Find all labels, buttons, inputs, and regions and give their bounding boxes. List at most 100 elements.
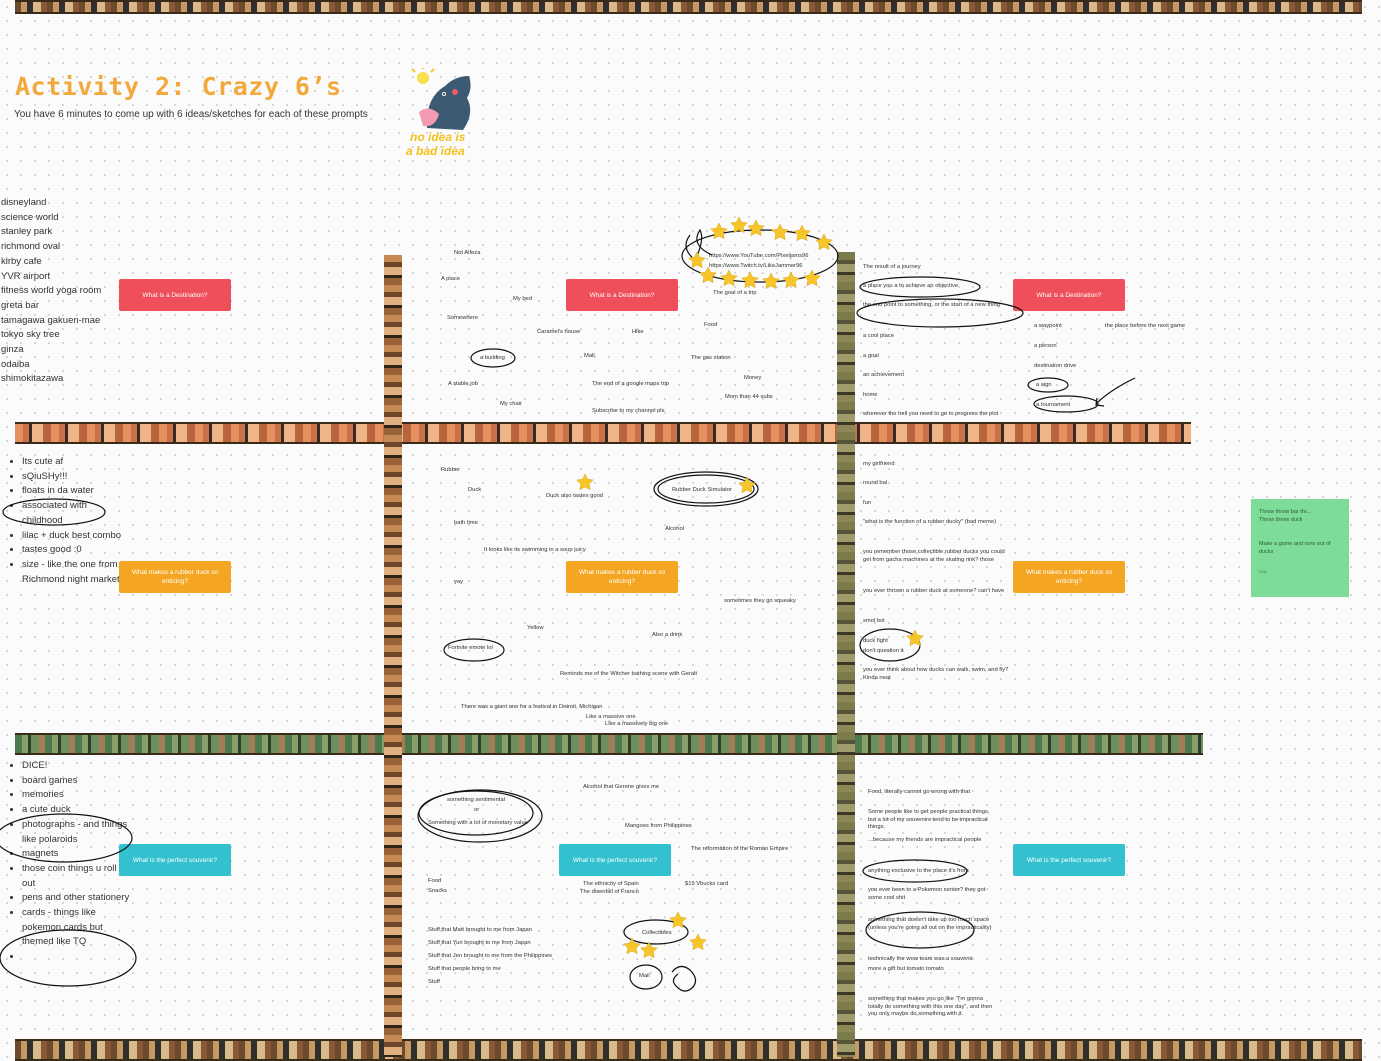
note[interactable]: the place before the next game xyxy=(1105,323,1185,329)
page-title: Activity 2: Crazy 6’s xyxy=(15,72,342,101)
note[interactable]: Stuff that Matt brought to me from Japan xyxy=(428,927,532,933)
note[interactable]: smol bol xyxy=(863,618,885,624)
note[interactable]: Stuff xyxy=(428,979,440,985)
note[interactable]: a person xyxy=(1034,343,1057,349)
note[interactable]: you remember those collectible rubber du… xyxy=(863,549,1005,563)
note[interactable]: Mom than 44 subs xyxy=(725,394,773,400)
note[interactable]: Food xyxy=(428,878,442,884)
note[interactable]: Reminds me of the Witcher bathing scene … xyxy=(560,671,697,677)
note[interactable]: Duck also tastes good xyxy=(546,493,604,499)
note[interactable]: Something with a lot of monetary value xyxy=(428,820,528,826)
note[interactable]: you ever think about how ducks can walk,… xyxy=(863,667,1009,681)
note[interactable]: sometimes they go squeaky xyxy=(724,598,796,604)
note[interactable]: It looks like its swimming in a soup jui… xyxy=(484,547,586,553)
note[interactable]: A place xyxy=(441,276,461,282)
note[interactable]: My bed xyxy=(513,296,533,302)
note[interactable]: The gas station xyxy=(691,355,731,361)
note[interactable]: Like a massive one xyxy=(586,714,636,720)
prompt-card-souvenir-1[interactable]: What is the perfect souvenir? xyxy=(119,844,231,876)
prompt-card-destination-2[interactable]: What is a Destination? xyxy=(566,279,678,311)
note[interactable]: Like a massively big one xyxy=(605,721,669,727)
note[interactable]: Caramel's house xyxy=(537,329,581,335)
note[interactable]: The downfall of Franco xyxy=(580,889,639,895)
note[interactable]: Subscribe to my channel pls xyxy=(592,408,665,414)
twitch-link[interactable]: https://www.Twitch.tv/LikeJammer96 xyxy=(709,263,803,269)
note[interactable]: There was a giant one for a festival in … xyxy=(461,704,603,710)
note[interactable]: duck fight xyxy=(863,638,888,644)
note[interactable]: something that makes you go like "I'm go… xyxy=(868,996,993,1017)
note[interactable]: My chair xyxy=(500,401,522,407)
note[interactable]: Alcohol that Gerene gives me xyxy=(583,784,660,790)
note[interactable]: Mangoes from Philippines xyxy=(625,823,692,829)
note[interactable]: a sign xyxy=(1036,382,1052,388)
note[interactable]: you ever been to a Pokemon center? they … xyxy=(868,887,986,901)
note[interactable]: Also a drink xyxy=(652,632,683,638)
note[interactable]: more a gift but tomato tomato xyxy=(868,966,944,972)
note[interactable]: Hike xyxy=(632,329,644,335)
note[interactable]: Yellow xyxy=(527,625,544,631)
note[interactable]: Stuff that people bring to me xyxy=(428,966,501,972)
note[interactable]: The reformation of the Roman Empire xyxy=(691,846,789,852)
note[interactable]: anything exclusive to the place it's fro… xyxy=(868,868,969,874)
note[interactable]: Not Alfeza xyxy=(454,250,481,256)
list-item: tastes good :0 xyxy=(22,543,122,558)
prompt-card-souvenir-3[interactable]: What is the perfect souvenir? xyxy=(1013,844,1125,876)
note[interactable]: $19 Vbucks card xyxy=(685,881,729,887)
note[interactable]: Fortnite emote lol xyxy=(448,645,493,651)
note[interactable]: something that doesn't take up too much … xyxy=(868,917,992,931)
star-icon xyxy=(669,911,687,929)
note[interactable]: round bal xyxy=(863,480,888,486)
note[interactable]: Rubber Duck Simulator xyxy=(672,487,732,493)
note[interactable]: a goal xyxy=(863,353,879,359)
note[interactable]: Food xyxy=(704,322,718,328)
note[interactable]: Snacks xyxy=(428,888,448,894)
note[interactable]: Mall xyxy=(584,353,595,359)
note[interactable]: something sentimental xyxy=(447,797,506,803)
note[interactable]: Duck xyxy=(468,487,482,493)
sticky-note[interactable]: Throw throw bar thr... Throw throw duck … xyxy=(1251,499,1349,597)
note[interactable]: or xyxy=(474,807,480,813)
note[interactable]: Mail xyxy=(639,973,650,979)
note[interactable]: Alcohol xyxy=(665,526,685,532)
note[interactable]: my girlfriend xyxy=(863,461,895,467)
note[interactable]: Stuff that Jen brought to me from the Ph… xyxy=(428,953,552,959)
note[interactable]: a cool place xyxy=(863,333,894,339)
note[interactable]: the end point to something, or the start… xyxy=(863,302,1000,308)
note[interactable]: you ever thrown a rubber duck at someone… xyxy=(863,588,1005,594)
note[interactable]: a place you a to achieve an objective xyxy=(863,283,959,289)
prompt-card-destination-3[interactable]: What is a Destination? xyxy=(1013,279,1125,311)
note[interactable]: Rubber xyxy=(441,467,461,473)
prompt-card-duck-2[interactable]: What makes a rubber duck so enticing? xyxy=(566,561,678,593)
note[interactable]: A stable job xyxy=(448,381,478,387)
note[interactable]: Some people like to get people practical… xyxy=(868,809,990,830)
note[interactable]: wherever the hell you need to go to prog… xyxy=(863,411,999,417)
note[interactable]: don't question it xyxy=(863,648,904,654)
note[interactable]: Food, literally cannot go wrong with tha… xyxy=(868,789,971,795)
note[interactable]: Stuff that Yuri brought to me from Japan xyxy=(428,940,531,946)
note[interactable]: destination drive xyxy=(1034,363,1077,369)
note[interactable]: "what is the function of a rubber ducky"… xyxy=(863,519,997,525)
prompt-card-destination-1[interactable]: What is a Destination? xyxy=(119,279,231,311)
prompt-card-duck-1[interactable]: What makes a rubber duck so enticing? xyxy=(119,561,231,593)
note[interactable]: The goal of a trip xyxy=(713,290,757,296)
note[interactable]: Collectibles xyxy=(642,930,672,936)
note[interactable]: a building xyxy=(480,355,505,361)
note[interactable]: home xyxy=(863,392,878,398)
star-icon xyxy=(793,224,811,242)
prompt-card-duck-3[interactable]: What makes a rubber duck so enticing? xyxy=(1013,561,1125,593)
note[interactable]: ...because my friends are impractical pe… xyxy=(868,837,982,843)
note[interactable]: bath time xyxy=(454,520,478,526)
note[interactable]: technically the wow team was a souvenir xyxy=(868,956,973,962)
note[interactable]: a waypoint xyxy=(1034,323,1062,329)
prompt-card-souvenir-2[interactable]: What is the perfect souvenir? xyxy=(559,844,671,876)
note[interactable]: The ethnicity of Spain xyxy=(583,881,639,887)
note[interactable]: The end of a google maps trip xyxy=(592,381,670,387)
note[interactable]: yay xyxy=(454,579,464,585)
note[interactable]: a tournament xyxy=(1036,402,1071,408)
note[interactable]: The result of a journey xyxy=(863,264,921,270)
note[interactable]: Somewhere xyxy=(447,315,478,321)
note[interactable]: Money xyxy=(744,375,762,381)
note[interactable]: fun xyxy=(863,500,872,506)
youtube-link[interactable]: https://www.YouTube.com/Pixeljams96 xyxy=(709,253,809,259)
note[interactable]: an achievement xyxy=(863,372,904,378)
